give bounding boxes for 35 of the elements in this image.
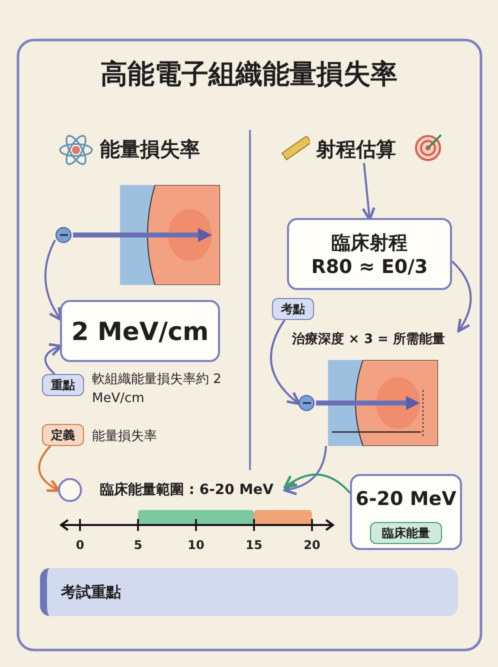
note-text: 能量損失率 xyxy=(92,428,158,446)
arrow xyxy=(44,240,62,322)
box-text: R80 ≈ E0/3 xyxy=(311,256,428,278)
section-heading: 射程估算 xyxy=(316,136,412,163)
formula-box xyxy=(287,218,452,290)
arrow xyxy=(362,162,376,221)
box-text: 2 MeV/cm xyxy=(71,316,209,346)
tissue-drawing xyxy=(55,185,220,285)
section-heading: 能量損失率 xyxy=(100,136,200,163)
tissue-drawing xyxy=(298,360,438,446)
tick-label: 10 xyxy=(186,538,206,552)
arrow xyxy=(38,445,60,492)
arrow xyxy=(284,474,351,494)
arrow xyxy=(270,319,300,406)
summary-panel xyxy=(40,568,458,616)
tick-label: 15 xyxy=(244,538,264,552)
box-text: 臨床射程 xyxy=(332,231,408,256)
tick-label: 5 xyxy=(132,538,144,552)
range-text: 臨床能量範圍 : 6-20 MeV xyxy=(100,481,286,499)
value-box xyxy=(60,300,220,362)
tick-label: 0 xyxy=(74,538,86,552)
box-text: 6-20 MeV xyxy=(356,488,456,510)
arrow xyxy=(451,260,472,332)
key-point-tag: 重點 xyxy=(42,374,84,396)
title: 高能電子組織能量損失率 xyxy=(100,58,398,92)
value-box xyxy=(350,474,462,550)
formula-text: 治療深度 × 3 = 所需能量 xyxy=(292,330,482,348)
energy-tag: 臨床能量 xyxy=(370,522,442,544)
definition-tag: 定義 xyxy=(42,424,84,446)
note-text: 軟組織能量損失率約 2 MeV/cm xyxy=(92,371,222,408)
circle-marker xyxy=(58,478,82,502)
tick-label: 20 xyxy=(302,538,322,552)
panel-heading: 考試重點 xyxy=(61,582,121,602)
arrow xyxy=(283,446,327,495)
exam-point-tag: 考點 xyxy=(272,298,314,320)
